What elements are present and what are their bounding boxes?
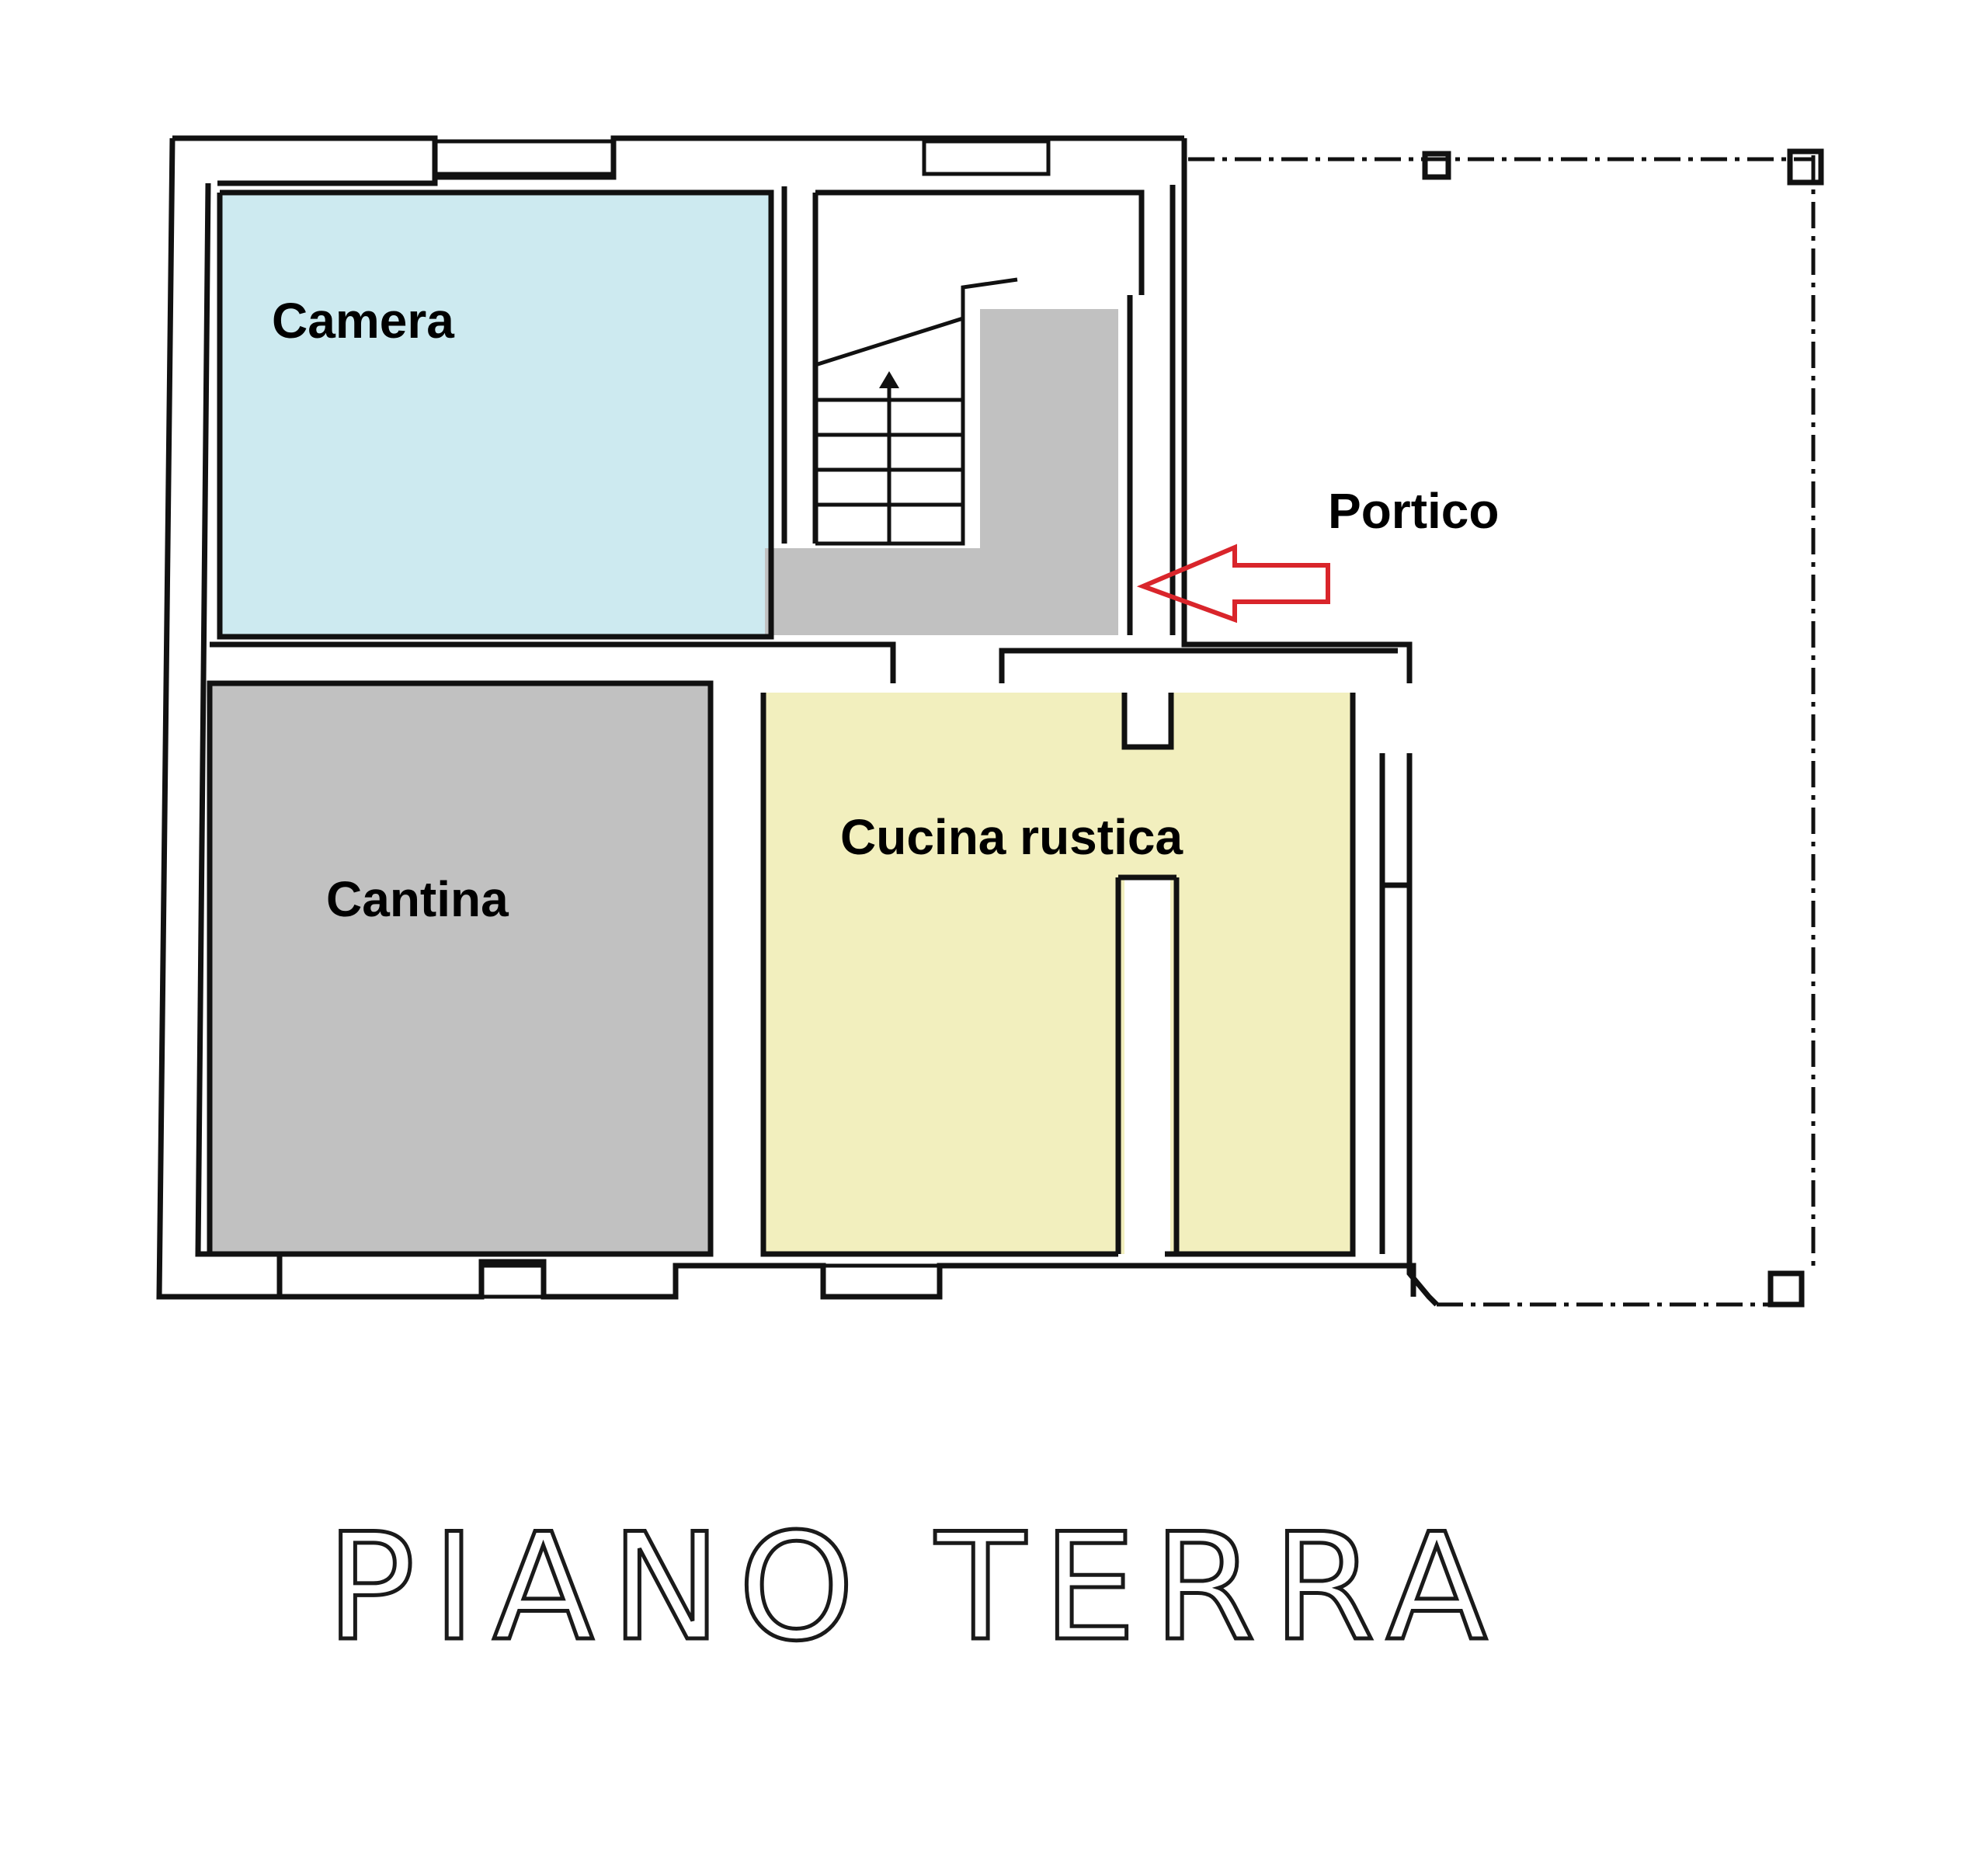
room-cantina-fill (210, 683, 711, 1254)
staircase (815, 277, 1018, 546)
windows (433, 139, 1051, 1299)
room-label-cantina: Cantina (326, 871, 509, 927)
portico-outline (1188, 148, 1824, 1308)
interior-walls (207, 186, 1398, 1257)
plan-title: PIANO TERRA (326, 1502, 1504, 1673)
room-label-portico: Portico (1328, 483, 1499, 539)
entrance-hall-fill (765, 309, 1118, 635)
entrance-arrow (1136, 544, 1330, 624)
exterior-walls (156, 135, 1439, 1307)
room-camera-fill (220, 193, 771, 637)
room-cucina-fill (763, 693, 1353, 1254)
room-label-camera: Camera (272, 293, 454, 349)
room-label-cucina: Cucina rustica (840, 809, 1183, 865)
